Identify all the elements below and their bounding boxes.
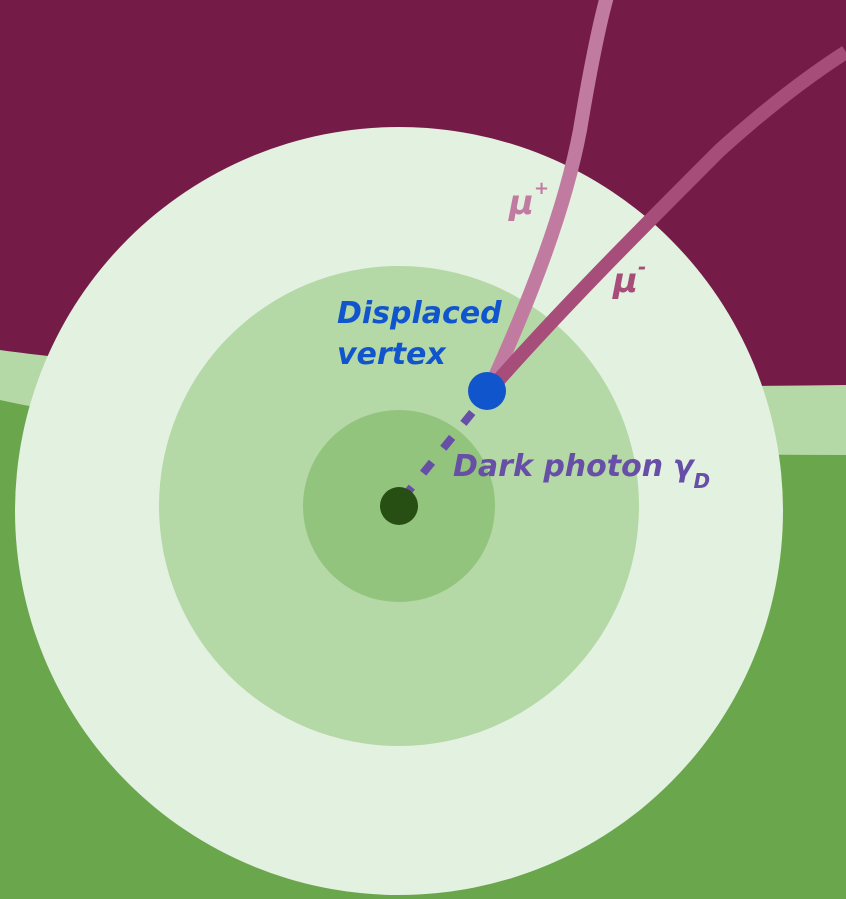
dark-photon-subscript: D [693, 469, 710, 493]
muon-minus-symbol: μ [612, 261, 638, 301]
collision-point [380, 487, 418, 525]
muon-plus-symbol: μ [508, 183, 534, 223]
muon-minus-track [482, 46, 846, 397]
muon-plus-track [481, 0, 613, 399]
displaced-vertex-label-line2: vertex [337, 337, 447, 372]
displaced-vertex-label-line1: Displaced [337, 296, 502, 331]
muon-plus-label: μ+ [508, 178, 549, 223]
dark-photon-track [399, 395, 488, 501]
dark-photon-symbol: γ [673, 449, 696, 484]
displaced-vertex-marker [468, 372, 506, 410]
dark-photon-label: Dark photon [453, 449, 663, 484]
muon-minus-charge: - [638, 255, 646, 279]
muon-minus-label: μ- [612, 255, 646, 301]
dark-photon-symbol-label: γD [673, 449, 710, 493]
muon-plus-charge: + [534, 178, 549, 199]
